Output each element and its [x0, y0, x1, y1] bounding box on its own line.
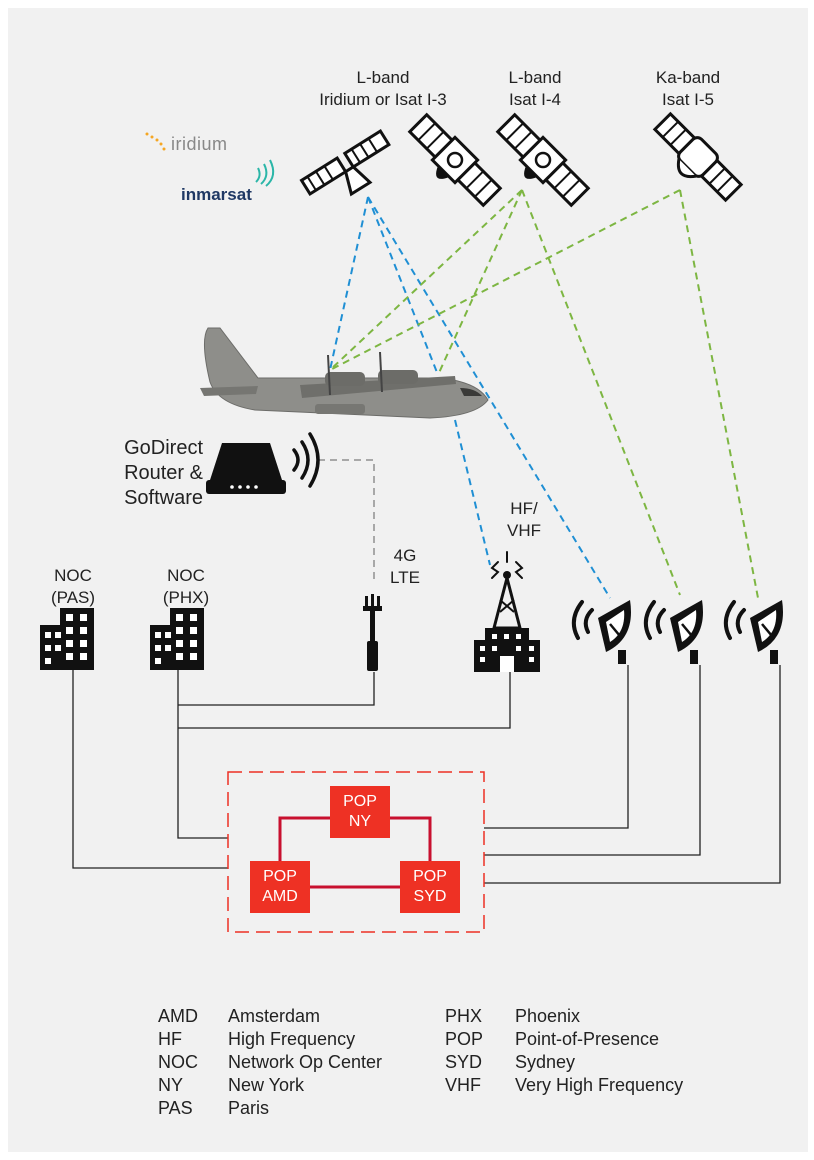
legend-meaning: Network Op Center	[228, 1052, 383, 1072]
legend-row: VHF Very High Frequency	[445, 1074, 683, 1097]
pop-city: AMD	[262, 888, 298, 905]
satellite-dish-3-icon	[723, 600, 783, 664]
aircraft-icon	[200, 327, 489, 419]
inmarsat-logo: inmarsat	[181, 185, 252, 204]
pop-label: POP	[343, 793, 377, 810]
pop-label: POP	[263, 868, 297, 885]
router-label: GoDirect Router & Software	[93, 436, 203, 511]
legend-row: NOC Network Op Center	[158, 1051, 382, 1074]
legend-abbr: VHF	[445, 1075, 481, 1095]
hf-vhf-label: HF/ VHF	[502, 498, 546, 542]
satellite-band: L-band	[356, 68, 410, 87]
satellite-label-2: L-band Isat I-4	[475, 67, 595, 111]
noc-label-line: (PAS)	[50, 588, 96, 607]
legend-abbr: PAS	[158, 1098, 193, 1118]
legend-row: PAS Paris	[158, 1097, 382, 1120]
legend-meaning: Phoenix	[515, 1006, 581, 1026]
legend-row: PHX Phoenix	[445, 1005, 683, 1028]
noc-pas-building-icon	[40, 608, 94, 670]
legend-abbr: NOC	[158, 1052, 198, 1072]
satellite-system: Isat I-5	[662, 90, 714, 109]
legend-row: NY New York	[158, 1074, 382, 1097]
legend-meaning: High Frequency	[228, 1029, 356, 1049]
router-label-line: Software	[124, 487, 203, 509]
legend-meaning: Sydney	[515, 1052, 576, 1072]
satellite-dish-1-icon	[571, 600, 631, 664]
lte-label: 4G LTE	[385, 545, 425, 589]
noc-pas-label: NOC (PAS)	[38, 565, 108, 609]
network-diagram	[40, 111, 783, 933]
inmarsat-links	[329, 189, 759, 599]
pop-syd-box: POP SYD	[400, 861, 460, 913]
legend-abbr: SYD	[445, 1052, 483, 1072]
noc-label-line: NOC	[167, 566, 205, 585]
satellite-label-1: L-band Iridium or Isat I-3	[293, 67, 473, 111]
legend-row: SYD Sydney	[445, 1051, 683, 1074]
router-label-line: Router &	[124, 462, 203, 484]
legend-right: PHX Phoenix POP Point-of-Presence SYD Sydne…	[445, 1005, 683, 1097]
inmarsat-logo-arcs	[255, 159, 275, 187]
legend-meaning: Point-of-Presence	[515, 1029, 660, 1049]
hf-vhf-tower-icon	[474, 551, 540, 672]
noc-phx-label: NOC (PHX)	[151, 565, 221, 609]
legend-abbr: AMD	[158, 1006, 198, 1026]
hf-label-line: VHF	[507, 521, 541, 540]
iridium-links	[329, 196, 611, 599]
legend-meaning: Very High Frequency	[515, 1075, 684, 1095]
pop-city: NY	[348, 813, 372, 830]
noc-phx-building-icon	[150, 608, 204, 670]
noc-label-line: NOC	[54, 566, 92, 585]
router-icon	[206, 443, 286, 494]
iridium-logo: iridium	[171, 134, 228, 154]
lte-tower-icon	[363, 594, 382, 671]
iridium-logo-dots	[145, 132, 166, 151]
legend-meaning: New York	[228, 1075, 305, 1095]
pop-ring	[278, 816, 330, 862]
inmarsat-i5-satellite-icon	[652, 111, 744, 203]
satellite-system: Isat I-4	[509, 90, 561, 109]
legend-left: AMD Amsterdam HF High Frequency NOC Network…	[158, 1005, 382, 1120]
legend-row: HF High Frequency	[158, 1028, 382, 1051]
satellite-dish-2-icon	[643, 600, 703, 664]
legend-abbr: PHX	[445, 1006, 483, 1026]
lte-label-line: LTE	[390, 568, 420, 587]
legend-abbr: NY	[158, 1075, 184, 1095]
wifi-signal-icon	[292, 432, 320, 488]
router-label-line: GoDirect	[124, 437, 203, 459]
iridium-satellite-icon	[299, 129, 391, 197]
noc-label-line: (PHX)	[162, 588, 210, 607]
legend-abbr: POP	[445, 1029, 484, 1049]
legend-row: POP Point-of-Presence	[445, 1028, 683, 1051]
lte-label-line: 4G	[393, 546, 417, 565]
pop-ny-box: POP NY	[330, 786, 390, 838]
ground-network-lines	[72, 665, 781, 884]
lte-link	[318, 459, 375, 582]
inmarsat-i3-satellite-icon	[407, 112, 503, 208]
legend-meaning: Paris	[228, 1098, 270, 1118]
legend-meaning: Amsterdam	[228, 1006, 321, 1026]
legend-row: AMD Amsterdam	[158, 1005, 382, 1028]
diagram-panel: L-band Iridium or Isat I-3 L-band Isat I…	[8, 8, 808, 1152]
pop-label: POP	[413, 868, 447, 885]
legend-abbr: HF	[158, 1029, 182, 1049]
pop-region-frame	[227, 771, 485, 933]
satellite-band: Ka-band	[655, 68, 721, 87]
satellite-band: L-band	[508, 68, 562, 87]
inmarsat-i4-satellite-icon	[495, 112, 591, 208]
satellite-label-3: Ka-band Isat I-5	[628, 67, 748, 111]
pop-city: SYD	[413, 888, 447, 905]
hf-label-line: HF/	[510, 499, 538, 518]
satellite-system: Iridium or Isat I-3	[319, 90, 447, 109]
pop-amd-box: POP AMD	[250, 861, 310, 913]
